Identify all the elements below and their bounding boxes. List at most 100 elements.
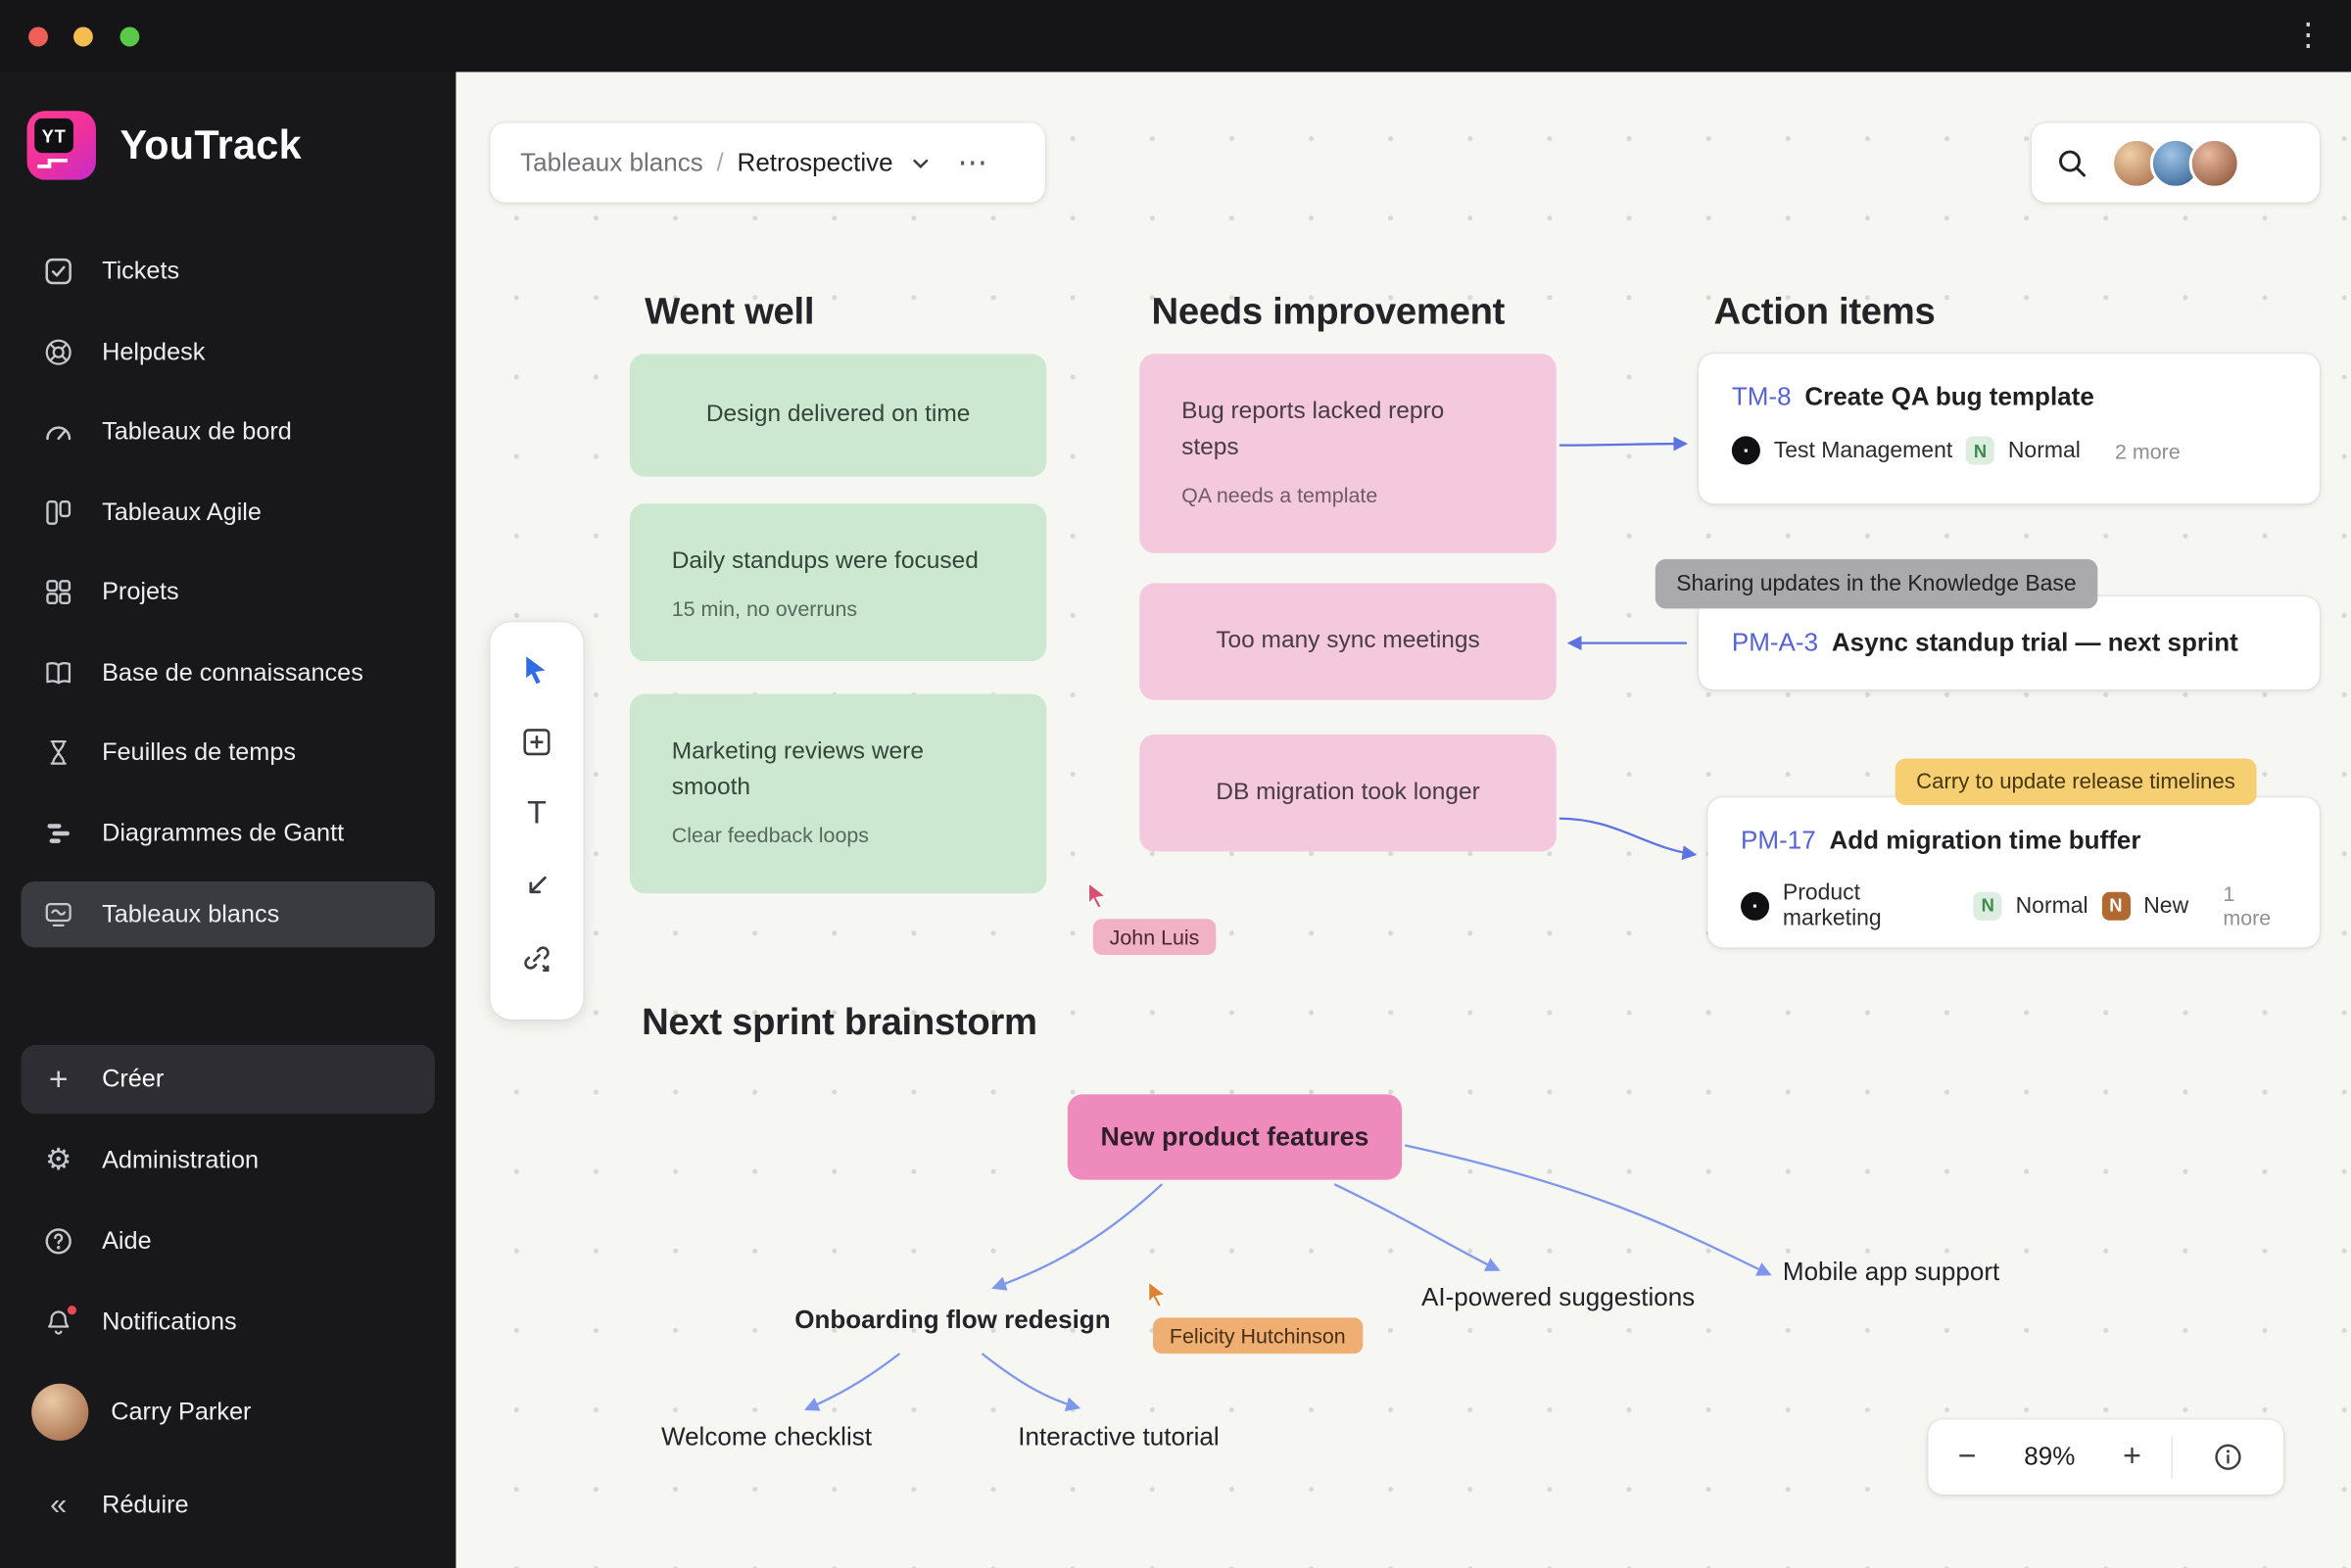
minimize-window-button[interactable]: [72, 26, 93, 47]
mindmap-leaf[interactable]: Interactive tutorial: [1018, 1422, 1220, 1451]
search-icon[interactable]: [2054, 145, 2090, 181]
mindmap-leaf[interactable]: Welcome checklist: [660, 1422, 872, 1451]
add-frame-tool[interactable]: [506, 712, 566, 772]
close-window-button[interactable]: [28, 26, 48, 47]
sidebar-item-dashboards[interactable]: Tableaux de bord: [21, 399, 434, 464]
collapse-label: Réduire: [102, 1491, 189, 1518]
section-title-brainstorm: Next sprint brainstorm: [642, 1001, 1037, 1044]
create-button-label: Créer: [102, 1065, 165, 1093]
project-name: Product marketing: [1782, 879, 1882, 931]
sidebar-item-label: Tableaux blancs: [102, 900, 280, 927]
create-button[interactable]: + Créer: [21, 1044, 435, 1115]
sticky-note[interactable]: Daily standups were focused 15 min, no o…: [629, 503, 1047, 661]
sticky-note[interactable]: Too many sync meetings: [1139, 583, 1557, 700]
sidebar-item-tickets[interactable]: Tickets: [21, 238, 434, 304]
priority-label: Normal: [2015, 892, 2088, 919]
sidebar-item-timesheets[interactable]: Feuilles de temps: [21, 720, 434, 785]
mindmap-root-node[interactable]: New product features: [1067, 1094, 1403, 1180]
breadcrumb-parent-link[interactable]: Tableaux blancs: [520, 147, 703, 176]
helpdesk-icon: [40, 334, 76, 370]
status-badge: N: [2101, 890, 2131, 921]
sidebar-item-label: Helpdesk: [102, 338, 206, 365]
agile-board-icon: [40, 495, 76, 531]
sidebar-item-helpdesk[interactable]: Helpdesk: [21, 319, 434, 385]
sticky-note-text: Too many sync meetings: [1216, 628, 1480, 654]
issue-title: Create QA bug template: [1804, 382, 2094, 411]
sticky-note[interactable]: Marketing reviews were smooth Clear feed…: [629, 693, 1047, 894]
mindmap-branch[interactable]: AI-powered suggestions: [1421, 1283, 1696, 1312]
book-icon: [40, 655, 76, 691]
link-tool[interactable]: [506, 927, 566, 987]
select-tool[interactable]: [506, 641, 566, 700]
sidebar-collapse-button[interactable]: « Réduire: [21, 1472, 434, 1538]
mindmap-branch[interactable]: Mobile app support: [1782, 1258, 2000, 1287]
whiteboard-icon: [40, 896, 76, 932]
user-avatar: [31, 1383, 89, 1441]
app-logo[interactable]: YT YouTrack: [26, 111, 302, 180]
chevron-down-icon[interactable]: [906, 149, 934, 176]
cursor-name-label: Felicity Hutchinson: [1153, 1317, 1363, 1354]
maximize-window-button[interactable]: [120, 26, 140, 47]
project-name: Test Management: [1773, 437, 1953, 463]
collaborators-bar: [2031, 122, 2320, 203]
zoom-level: 89%: [2024, 1442, 2076, 1471]
priority-badge: N: [1973, 890, 2002, 921]
column-title-went-well: Went well: [645, 290, 815, 333]
dashboard-gauge-icon: [40, 413, 76, 450]
sidebar-item-administration[interactable]: ⚙ Administration: [21, 1127, 434, 1193]
issue-id-link[interactable]: PM-17: [1741, 826, 1816, 855]
titlebar: ⋮: [0, 0, 2351, 72]
logo-zigzag-icon: [37, 158, 68, 168]
collaborator-avatar[interactable]: [2188, 137, 2240, 189]
gear-icon: ⚙: [44, 1143, 72, 1177]
help-icon: [40, 1223, 76, 1259]
zoom-out-button[interactable]: −: [1957, 1439, 1977, 1474]
sidebar-item-label: Diagrammes de Gantt: [102, 819, 345, 847]
kebab-menu-icon[interactable]: ⋮: [2292, 18, 2325, 53]
canvas-tag-yellow[interactable]: Carry to update release timelines: [1895, 758, 2257, 805]
breadcrumb: Tableaux blancs / Retrospective ⋯: [490, 122, 1045, 203]
connector-tool[interactable]: [506, 856, 566, 916]
text-tool[interactable]: T: [527, 795, 547, 831]
sticky-note[interactable]: Bug reports lacked repro steps QA needs …: [1139, 354, 1557, 553]
sticky-note-text: DB migration took longer: [1216, 779, 1480, 805]
logo-monogram: YT: [34, 118, 73, 154]
breadcrumb-current: Retrospective: [737, 147, 893, 176]
issue-title: Add migration time buffer: [1829, 826, 2141, 855]
more-fields-label[interactable]: 1 more: [2223, 880, 2272, 929]
issue-card[interactable]: PM-17 Add migration time buffer ▪ Product…: [1707, 797, 2320, 948]
project-avatar: ▪: [1741, 890, 1770, 921]
project-avatar: ▪: [1731, 436, 1760, 465]
info-icon[interactable]: [2173, 1419, 2283, 1495]
board-more-options-icon[interactable]: ⋯: [957, 146, 989, 180]
sticky-note[interactable]: DB migration took longer: [1139, 734, 1557, 852]
sticky-note-subtext: QA needs a template: [1181, 482, 1378, 507]
priority-badge: N: [1965, 436, 1995, 465]
whiteboard-canvas[interactable]: Tableaux blancs / Retrospective ⋯ T Went…: [456, 71, 2351, 1568]
issue-id-link[interactable]: TM-8: [1731, 382, 1792, 411]
tool-palette: T: [490, 622, 584, 1020]
cursor-pointer-icon: [1147, 1280, 1168, 1308]
sidebar-item-whiteboards[interactable]: Tableaux blancs: [21, 880, 435, 948]
issue-id-link[interactable]: PM-A-3: [1731, 628, 1819, 657]
sticky-note-subtext: Clear feedback loops: [671, 823, 870, 847]
sticky-note[interactable]: Design delivered on time: [629, 354, 1047, 477]
mindmap-branch[interactable]: Onboarding flow redesign: [794, 1306, 1111, 1335]
issue-card[interactable]: TM-8 Create QA bug template ▪ Test Manage…: [1699, 354, 2320, 504]
sidebar-item-label: Tableaux de bord: [102, 417, 292, 445]
canvas-tag-gray[interactable]: Sharing updates in the Knowledge Base: [1655, 558, 2098, 609]
sidebar-item-gantt-charts[interactable]: Diagrammes de Gantt: [21, 800, 434, 866]
youtrack-logo-icon: YT: [26, 111, 96, 180]
sidebar-item-projects[interactable]: Projets: [21, 559, 434, 625]
zoom-in-button[interactable]: +: [2123, 1439, 2141, 1474]
bell-icon: [40, 1304, 78, 1341]
status-label: New: [2143, 892, 2189, 919]
sidebar-item-agile-boards[interactable]: Tableaux Agile: [21, 480, 434, 546]
sidebar-item-label: Aide: [102, 1226, 152, 1255]
sidebar-item-help[interactable]: Aide: [21, 1209, 434, 1274]
user-profile[interactable]: Carry Parker: [21, 1376, 434, 1448]
more-fields-label[interactable]: 2 more: [2115, 438, 2181, 463]
sidebar-item-knowledge-base[interactable]: Base de connaissances: [21, 641, 434, 706]
sidebar-item-notifications[interactable]: Notifications: [21, 1289, 434, 1354]
